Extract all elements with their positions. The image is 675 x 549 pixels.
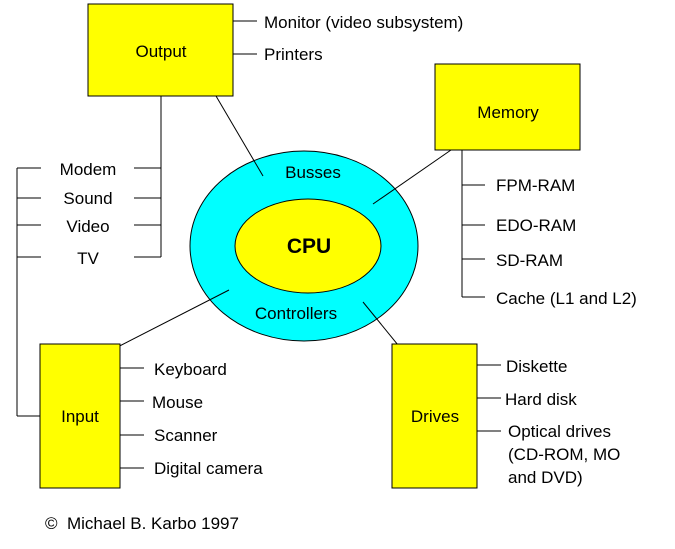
memory-item: Cache (L1 and L2): [496, 289, 637, 308]
expansion-item: Modem: [60, 160, 117, 179]
memory-item: SD-RAM: [496, 251, 563, 270]
input-box-label: Input: [61, 407, 99, 426]
output-item: Monitor (video subsystem): [264, 13, 463, 32]
expansion-item: TV: [77, 249, 99, 268]
copyright-text: © Michael B. Karbo 1997: [45, 514, 239, 533]
expansion-item: Video: [66, 217, 109, 236]
drives-box: [391, 343, 478, 489]
busses-label: Busses: [285, 163, 341, 182]
cpu-label: CPU: [287, 235, 331, 258]
drives-item: and DVD): [508, 468, 583, 487]
memory-item: FPM-RAM: [496, 176, 575, 195]
output-connector: [215, 95, 264, 177]
memory-box: [434, 63, 581, 151]
input-item: Digital camera: [154, 459, 263, 478]
output-item: Printers: [264, 45, 323, 64]
input-item: Keyboard: [154, 360, 227, 379]
memory-item: EDO-RAM: [496, 216, 576, 235]
drives-item: Diskette: [506, 357, 567, 376]
drives-item: Hard disk: [505, 390, 577, 409]
input-item: Scanner: [154, 426, 218, 445]
drives-item: Optical drives: [508, 422, 611, 441]
memory-box-label: Memory: [477, 103, 539, 122]
input-box: [39, 343, 121, 489]
input-connector: [103, 289, 230, 355]
output-box-label: Output: [135, 42, 186, 61]
cpu-core: [234, 198, 382, 294]
expansion-item: Sound: [63, 189, 112, 208]
controllers-label: Controllers: [255, 304, 337, 323]
memory-connector: [372, 149, 452, 205]
input-item: Mouse: [152, 393, 203, 412]
drives-item: (CD-ROM, MO: [508, 445, 620, 464]
drives-box-label: Drives: [411, 407, 459, 426]
